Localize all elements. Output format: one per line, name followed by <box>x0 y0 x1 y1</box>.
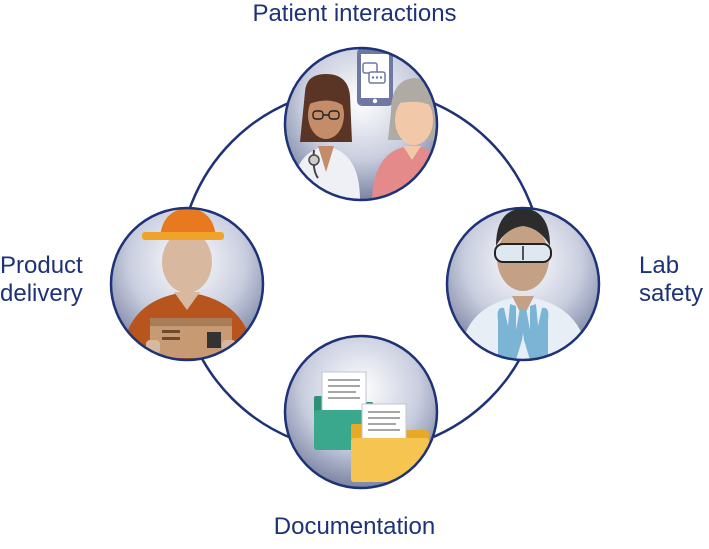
node-documentation <box>285 336 437 488</box>
label-documentation: Documentation <box>273 513 436 540</box>
lab-worker-goggles-icon <box>460 208 588 360</box>
node-product-delivery <box>111 208 263 360</box>
label-product-delivery-line-1: Product <box>0 252 83 279</box>
doctor-patient-phone-icon <box>292 48 437 200</box>
label-lab-safety: Lab safety <box>639 252 703 308</box>
label-lab-safety-line-1: Lab <box>639 252 680 279</box>
label-product-delivery-line-2: delivery <box>0 280 83 307</box>
delivery-person-box-icon <box>122 208 254 360</box>
node-lab-safety <box>447 208 599 360</box>
label-product-delivery: Product delivery <box>0 252 83 308</box>
label-patient-interactions: Patient interactions <box>252 0 457 27</box>
node-patient-interactions <box>285 48 437 200</box>
label-lab-safety-line-2: safety <box>639 280 704 307</box>
document-folders-icon <box>314 371 429 482</box>
